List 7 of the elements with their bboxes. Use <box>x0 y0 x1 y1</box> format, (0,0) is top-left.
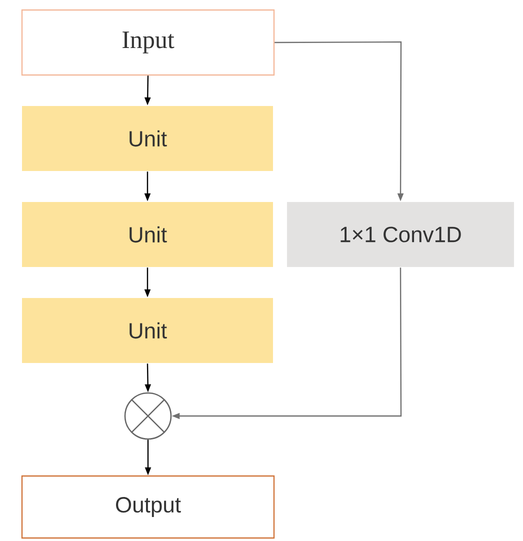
input-box: Input <box>21 9 275 76</box>
conv-box: 1×1 Conv1D <box>287 202 514 267</box>
unit-box: Unit <box>22 106 273 171</box>
multiply-circle <box>124 392 172 440</box>
unit-box: Unit <box>22 298 273 363</box>
unit-box: Unit <box>22 202 273 267</box>
output-box: Output <box>21 475 275 539</box>
